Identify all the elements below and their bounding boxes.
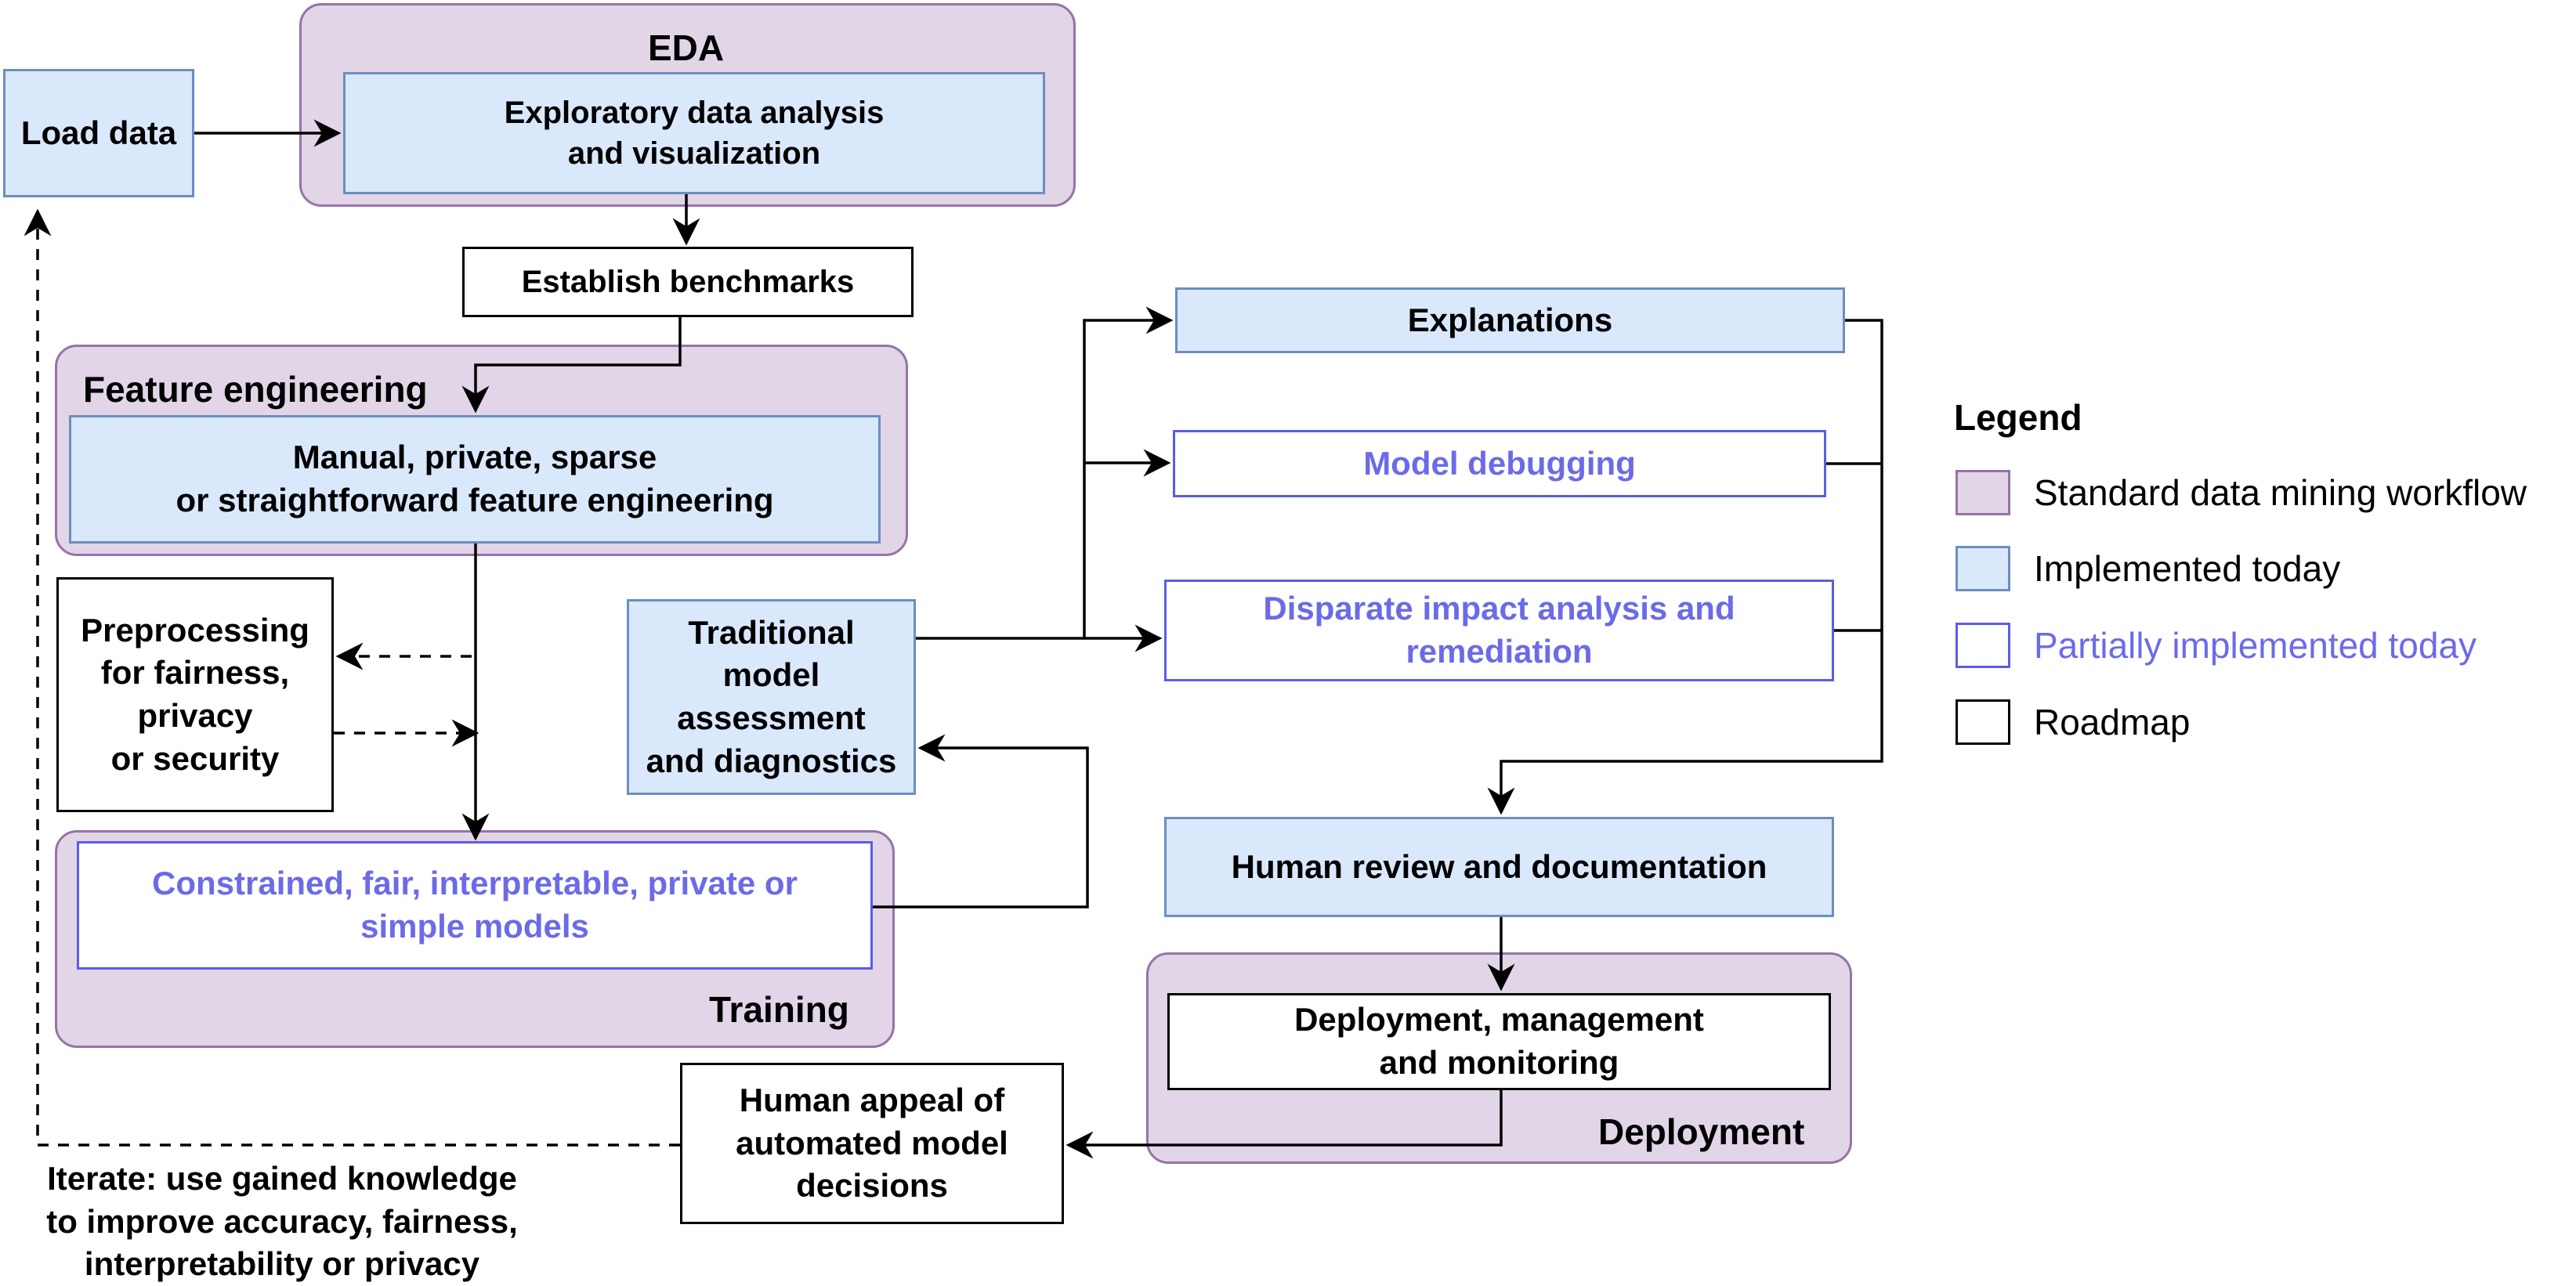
node-establish-benchmarks: Establish benchmarks: [462, 247, 914, 317]
edge-training-to-assessment: [873, 734, 1089, 909]
legend-title: Legend: [1954, 397, 2082, 438]
group-label-feature-engineering: Feature engineering: [83, 369, 428, 410]
legend-item-roadmap: Roadmap: [1956, 699, 2190, 745]
node-model-debugging: Model debugging: [1173, 430, 1826, 497]
edge-deployment-to-appeal: [1065, 1090, 1503, 1159]
iterate-note: Iterate: use gained knowledge to improve…: [46, 1160, 518, 1283]
edge-benchmarks-to-features: [461, 317, 682, 414]
legend-item-implemented: Implemented today: [1956, 546, 2340, 591]
legend-item-partial: Partially implemented today: [1956, 623, 2477, 668]
node-human-review: Human review and documentation: [1164, 817, 1834, 917]
legend-label-roadmap: Roadmap: [2034, 702, 2191, 742]
edge-assessment-to-explanations: [1083, 306, 1174, 638]
legend-swatch-standard: [1956, 470, 2010, 515]
group-label-training: Training: [709, 989, 849, 1030]
node-preprocessing: Preprocessing for fairness, privacy or s…: [56, 577, 334, 812]
group-label-eda: EDA: [648, 27, 725, 68]
legend-label-partial: Partially implemented today: [2034, 625, 2477, 666]
legend-swatch-implemented: [1956, 546, 2010, 591]
node-disparate-impact: Disparate impact analysis and remediatio…: [1164, 580, 1834, 681]
node-traditional-assessment: Traditional model assessment and diagnos…: [627, 599, 916, 795]
legend-label-standard: Standard data mining workflow: [2034, 472, 2527, 513]
legend-item-standard: Standard data mining workflow: [1956, 470, 2527, 515]
node-manual-feature-engineering: Manual, private, sparse or straightforwa…: [69, 415, 881, 544]
node-exploratory-analysis: Exploratory data analysis and visualizat…: [343, 72, 1045, 194]
legend-swatch-roadmap: [1956, 699, 2010, 745]
edge-explanations-to-review: [1487, 319, 1883, 815]
node-load-data: Load data: [3, 69, 194, 197]
group-label-deployment: Deployment: [1598, 1111, 1805, 1152]
node-constrained-models: Constrained, fair, interpretable, privat…: [77, 841, 873, 970]
legend-swatch-partial: [1956, 623, 2010, 668]
node-explanations: Explanations: [1175, 287, 1845, 353]
node-human-appeal: Human appeal of automated model decision…: [680, 1063, 1064, 1224]
edge-iterate-back-to-load: [24, 208, 680, 1147]
legend-label-implemented: Implemented today: [2034, 548, 2341, 589]
node-deployment-management: Deployment, management and monitoring: [1167, 993, 1831, 1090]
